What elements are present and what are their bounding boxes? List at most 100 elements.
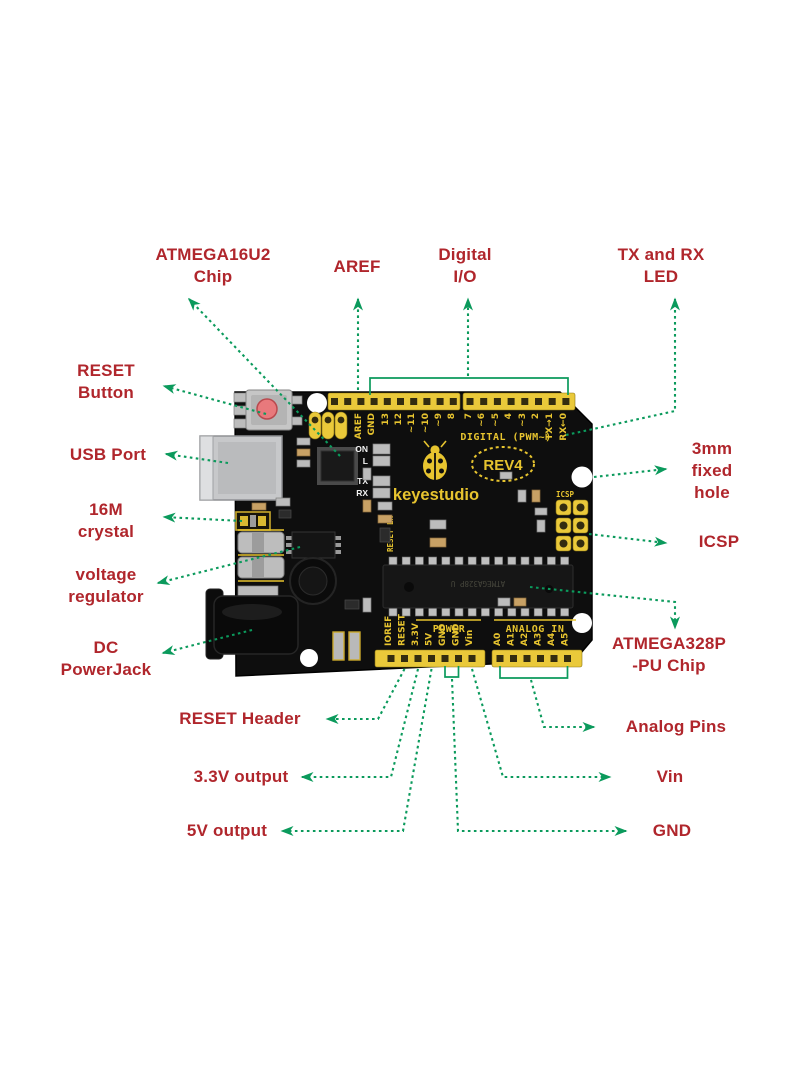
pin-label: ~5 [491,413,501,427]
led-label-rx: RX [356,488,368,498]
reset-button-component [233,389,303,431]
power-silk: POWER [433,624,466,635]
pin-label: RX←0 [559,413,569,441]
pin-label: 5V [425,633,435,646]
pin-label: ~3 [518,413,528,427]
mount-hole-top-left [307,393,327,413]
reset-en-silk: RESET EN [386,515,395,552]
power-pin-labels: IOREF RESET 3.3V 5V GND GND Vin [384,613,475,646]
arrow-icsp [588,532,668,547]
arrow-fixed-hole [593,465,668,479]
brand-silk: keyestudio [393,486,479,504]
atmega16u2-chip [317,447,358,485]
pin-label: ~11 [407,413,417,433]
pin-label: GND [367,413,377,435]
dc-jack-component [205,588,299,660]
arrow-vin [470,668,612,782]
digital-header-left [327,392,461,411]
rev4-badge: REV4 [471,446,535,482]
label-reset-header: RESET Header [179,709,301,728]
pin-label: 12 [394,413,404,426]
pin-label: TX→1 [545,413,555,440]
pin-label: RESET [398,613,408,646]
arrow-33v-output [300,668,420,782]
label-tx-rx-led: TX and RX LED [617,245,705,286]
analog-header [491,649,583,668]
arrow-atmega16u2 [187,297,341,457]
label-atmega328p-chip: ATMEGA328P -PU Chip [611,634,727,675]
arrow-gnd [450,678,628,836]
label-dc-powerjack: DC PowerJack [60,638,152,679]
pin-label: A2 [520,633,530,646]
status-leds: ON L TX RX [355,443,391,499]
gnd-bracket [444,666,460,678]
digital-header-right [462,392,576,411]
icsp-header: ICSP [555,490,589,552]
usb-port-component [199,435,283,501]
label-gnd: GND [652,821,692,840]
reset-button-cap [256,398,278,420]
pin-label: A4 [547,633,557,646]
pin-label: A5 [561,633,571,646]
label-icsp: ICSP [698,532,740,551]
three-pin-header [308,411,348,440]
label-5v-output: 5V output [186,821,268,840]
label-33v-output: 3.3V output [193,767,289,786]
label-3mm-fixed-hole: 3mm fixed hole [691,439,733,502]
mount-hole-bottom-right [572,613,592,633]
inductor-component [289,557,337,605]
label-aref: AREF [333,257,381,276]
annotation-arrows [156,297,680,836]
header-holes [387,655,476,662]
pin-label: 8 [447,413,457,419]
pin-label: 4 [504,413,514,419]
arrow-tx-rx-led [565,297,680,437]
arrow-atmega328p [529,585,680,630]
pin-label: ~10 [421,413,431,433]
capacitors [237,529,285,603]
pin-label: IOREF [384,616,394,646]
pin-label: GND [452,624,462,646]
arrow-voltage-regulator [156,545,301,586]
led-label-on: ON [355,444,368,454]
pin-label: A1 [507,633,517,646]
analog-pin-labels: A0 A1 A2 A3 A4 A5 [493,633,571,646]
power-header [374,649,486,668]
label-16m-crystal: 16M crystal [77,500,135,541]
led-label-l: L [363,456,368,466]
led-label-tx: TX [357,476,368,486]
arrow-usb-port [164,450,229,465]
label-vin: Vin [656,767,684,786]
pin-label: 2 [531,413,541,419]
pin-label: Vin [465,630,475,646]
digital-pin-labels: AREF GND 13 12 ~11 ~10 ~9 8 7 ~6 ~5 4 ~3… [354,413,569,441]
digital-pwm-silk: DIGITAL (PWM~) [460,432,551,443]
header-holes [331,398,457,405]
pin-label: 3.3V [411,623,421,646]
mount-hole-bottom-left [300,649,318,667]
label-digital-io: Digital I/O [438,245,492,286]
arrow-analog-pins [529,679,596,732]
header-holes [496,655,571,662]
pin-label: AREF [354,413,364,439]
arrow-reset-header [325,668,406,724]
header-holes [466,398,570,405]
pin-label: ~9 [434,413,444,427]
pin-label: 7 [464,413,474,419]
chip-print: ATMEGA328P U [451,579,505,588]
label-usb-port: USB Port [69,445,147,464]
revision-silk: REV4 [483,457,523,474]
mount-hole-right-3mm [571,466,593,488]
smd-components [251,437,548,661]
voltage-regulator-component [286,531,341,559]
pcb-board: AREF GND 13 12 ~11 ~10 ~9 8 7 ~6 ~5 4 ~3… [199,389,593,677]
label-voltage-regulator: voltage regulator [68,565,144,606]
label-reset-button: RESET Button [77,361,135,402]
atmega328p-chip: ATMEGA328P U [382,556,574,617]
pin-label: 13 [381,413,391,426]
analog-silk: ANALOG IN [506,624,565,635]
analog-bracket [499,666,569,679]
pin-label: GND [438,624,448,646]
